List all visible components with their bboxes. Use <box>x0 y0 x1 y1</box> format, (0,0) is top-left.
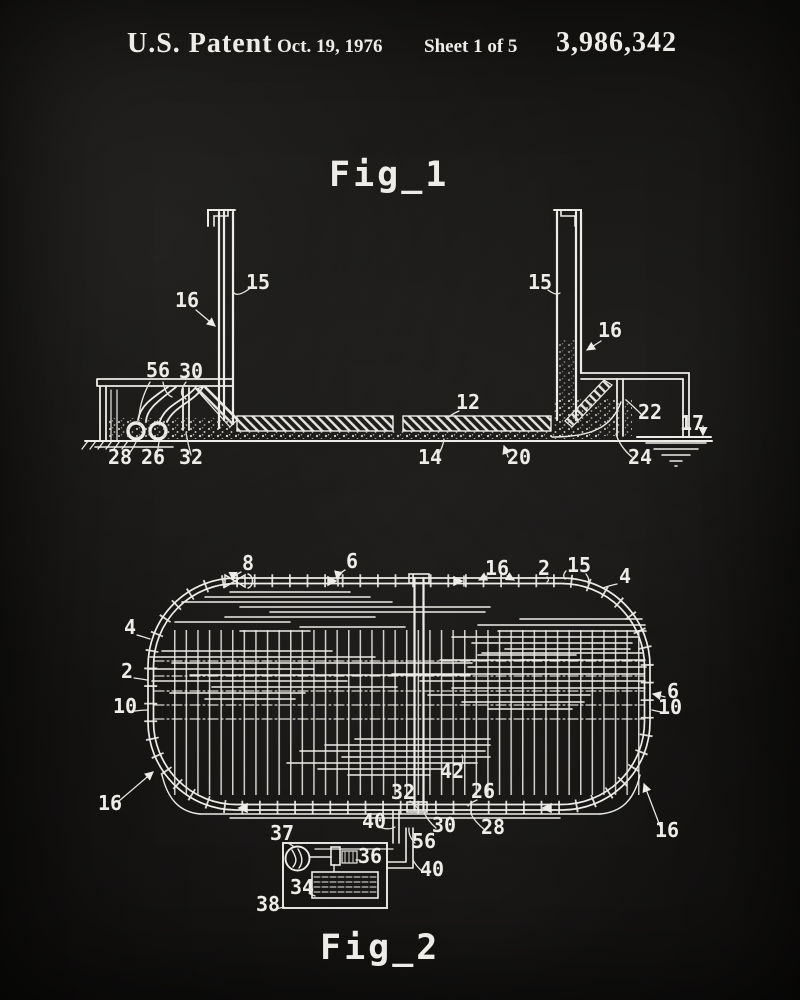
sand-layer <box>160 431 600 439</box>
water-streaks <box>148 591 647 776</box>
ref-6-right: 6 <box>667 679 679 703</box>
ref-30: 30 <box>179 359 203 383</box>
ref-38: 38 <box>256 892 280 916</box>
ref-32: 32 <box>179 445 203 469</box>
ref-15: 15 <box>567 553 591 577</box>
ref-34: 34 <box>290 875 314 899</box>
patent-number: 3,986,342 <box>556 27 677 58</box>
ref-16-right: 16 <box>598 318 622 342</box>
compressor-unit <box>330 846 341 866</box>
ref-20: 20 <box>507 445 531 469</box>
ref-15-left: 15 <box>246 270 270 294</box>
ref-10-left: 10 <box>113 694 137 718</box>
ref-4-right: 4 <box>619 564 631 588</box>
ref-37: 37 <box>270 821 294 845</box>
left-dasher-post <box>207 209 236 430</box>
fig2-leaders <box>118 569 666 910</box>
fig2-title: Fig_2 <box>320 928 441 968</box>
ref-24: 24 <box>628 445 652 469</box>
fig2-ref-numerals: 8 6 16 2 15 4 4 2 10 6 10 16 16 42 32 26… <box>98 549 682 916</box>
flow-arrow-icon <box>453 575 464 587</box>
fig2-drawing: 8 6 16 2 15 4 4 2 10 6 10 16 16 42 32 26… <box>98 549 682 916</box>
ref-40-lower: 40 <box>420 857 444 881</box>
flow-arrow-icon <box>327 575 338 587</box>
ref-16-bottom-left: 16 <box>98 791 122 815</box>
ref-14: 14 <box>418 445 442 469</box>
ref-28: 28 <box>108 445 132 469</box>
patent-date: Oct. 19, 1976 <box>277 36 383 57</box>
patent-title: U.S. Patent <box>127 28 273 59</box>
right-dasher-post <box>553 209 583 422</box>
fig1-ref-numerals: 16 15 56 30 28 26 32 12 14 20 15 16 22 2… <box>108 270 704 469</box>
ref-12: 12 <box>456 390 480 414</box>
ref-56: 56 <box>412 829 436 853</box>
main-riser <box>406 573 430 813</box>
ref-4-left: 4 <box>124 615 136 639</box>
ref-40-upper: 40 <box>362 809 386 833</box>
flow-arrow-icon <box>541 802 552 814</box>
fig1-leaders <box>127 288 708 458</box>
ref-17: 17 <box>680 411 704 435</box>
ref-56: 56 <box>146 358 170 382</box>
ref-2-left: 2 <box>121 659 133 683</box>
ref-30: 30 <box>432 813 456 837</box>
plant-enclosure <box>282 842 388 909</box>
flow-arrow-icon <box>237 802 248 814</box>
ref-16-bottom-right: 16 <box>655 818 679 842</box>
ref-8: 8 <box>242 551 254 575</box>
right-trench <box>551 372 712 467</box>
ref-15-right: 15 <box>528 270 552 294</box>
ref-6-top: 6 <box>346 549 358 573</box>
ref-32: 32 <box>391 780 415 804</box>
chiller-unit <box>311 871 379 899</box>
ref-2-top: 2 <box>538 556 550 580</box>
ref-42: 42 <box>440 759 464 783</box>
ref-36: 36 <box>358 844 382 868</box>
pump-circle <box>284 845 311 872</box>
ref-16-top: 16 <box>485 556 509 580</box>
valve-and-flow-symbols <box>224 573 552 814</box>
ref-26: 26 <box>471 779 495 803</box>
refrigeration-plant <box>282 842 388 909</box>
fig1-title: Fig_1 <box>329 155 450 195</box>
fig1-drawing: 16 15 56 30 28 26 32 12 14 20 15 16 22 2… <box>81 209 713 469</box>
ground-line <box>81 440 713 450</box>
header-pipes <box>153 660 645 720</box>
sheet-number: Sheet 1 of 5 <box>424 36 518 57</box>
ref-26: 26 <box>141 445 165 469</box>
ground-symbol <box>645 442 707 467</box>
ref-28: 28 <box>481 815 505 839</box>
plant-piping <box>314 809 414 869</box>
ref-16-left: 16 <box>175 288 199 312</box>
ref-22: 22 <box>638 400 662 424</box>
ref-10-right: 10 <box>658 695 682 719</box>
return-pipe <box>161 774 641 819</box>
rink-slab <box>160 415 600 439</box>
